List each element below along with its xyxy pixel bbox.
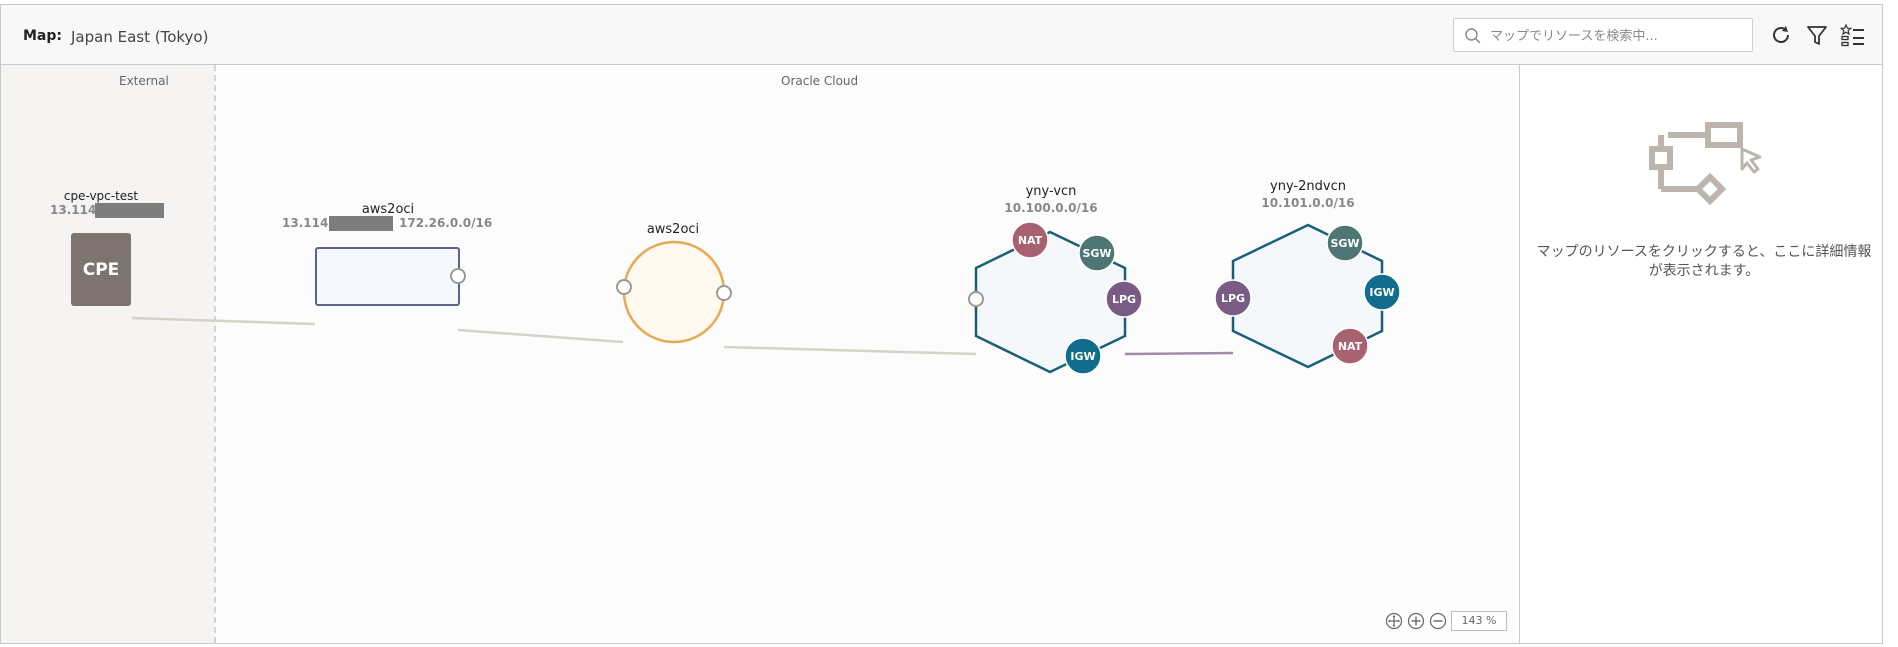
drg-name: aws2oci [647, 222, 699, 237]
redaction-box [95, 203, 164, 218]
zoom-controls: 143 % [1385, 611, 1515, 633]
detail-panel-message: マップのリソースをクリックすると、ここに詳細情報が表示されます。 [1536, 244, 1872, 279]
search-icon [1465, 28, 1481, 44]
zoom-in-icon[interactable] [1407, 612, 1425, 630]
cpe-ip: 13.114 [50, 203, 96, 217]
zoom-level-field[interactable]: 143 % [1451, 611, 1507, 631]
svg-text:LPG: LPG [1112, 293, 1136, 306]
connector-port [716, 285, 732, 301]
connector-port [968, 291, 984, 307]
lpg-peering-connection [1124, 351, 1234, 356]
connector-port [616, 279, 632, 295]
vcn2-igw-gateway[interactable]: IGW [1363, 273, 1401, 311]
external-zone [1, 65, 215, 643]
network-map-frame: Map: Japan East (Tokyo) Externa [0, 4, 1883, 644]
svg-text:NAT: NAT [1338, 340, 1363, 353]
ipsec-drg-connection [457, 328, 624, 344]
vcn2-sgw-gateway[interactable]: SGW [1326, 224, 1364, 262]
drg-vcn-connection [723, 345, 977, 356]
drg-node[interactable] [622, 240, 726, 344]
vcn1-sgw-gateway[interactable]: SGW [1078, 234, 1116, 272]
vcn2-name: yny-2ndvcn [1270, 179, 1346, 194]
svg-text:IGW: IGW [1070, 350, 1095, 363]
map-canvas[interactable]: External Oracle Cloud cpe-vpc-test 13.11… [1, 65, 1519, 643]
vcn1-igw-gateway[interactable]: IGW [1064, 337, 1102, 375]
ipsec-node[interactable] [315, 247, 460, 306]
ipsec-ip: 13.114 [282, 216, 328, 230]
svg-text:SGW: SGW [1082, 247, 1111, 260]
svg-text:SGW: SGW [1330, 237, 1359, 250]
vcn1-lpg-gateway[interactable]: LPG [1105, 280, 1143, 318]
ipsec-name: aws2oci [362, 202, 414, 217]
map-toolbar: Map: Japan East (Tokyo) [1, 5, 1882, 65]
redaction-box [329, 216, 393, 231]
vcn2-lpg-gateway[interactable]: LPG [1214, 279, 1252, 317]
cpe-ipsec-connection [131, 316, 316, 326]
region-name: Japan East (Tokyo) [71, 28, 209, 46]
external-zone-label: External [119, 74, 169, 88]
legend-list-icon[interactable] [1839, 21, 1867, 49]
svg-text:LPG: LPG [1221, 292, 1245, 305]
vcn2-cidr: 10.101.0.0/16 [1261, 196, 1354, 210]
connector-port [450, 268, 466, 284]
svg-text:IGW: IGW [1369, 286, 1394, 299]
zone-divider [214, 65, 216, 643]
vcn2-nat-gateway[interactable]: NAT [1331, 327, 1369, 365]
zoom-out-icon[interactable] [1429, 612, 1447, 630]
cpe-node[interactable]: CPE [71, 233, 131, 306]
cpe-label: CPE [83, 260, 120, 280]
detail-panel: マップのリソースをクリックすると、ここに詳細情報が表示されます。 [1519, 65, 1882, 643]
svg-text:NAT: NAT [1018, 234, 1043, 247]
oracle-cloud-zone-label: Oracle Cloud [781, 74, 859, 88]
ipsec-cidr: 172.26.0.0/16 [399, 216, 492, 230]
vcn1-cidr: 10.100.0.0/16 [1004, 201, 1097, 215]
topology-diagram: cpe-vpc-test 13.114 CPE aws2oci 13.114 1… [50, 179, 1401, 375]
refresh-icon[interactable] [1767, 21, 1795, 49]
map-select-illustration-icon [1649, 122, 1762, 206]
map-label: Map: [23, 28, 62, 44]
cpe-name: cpe-vpc-test [64, 189, 139, 203]
vcn1-name: yny-vcn [1026, 184, 1077, 199]
search-input[interactable] [1488, 25, 1748, 47]
fit-to-screen-icon[interactable] [1385, 612, 1403, 630]
filter-icon[interactable] [1803, 21, 1831, 49]
vcn1-nat-gateway[interactable]: NAT [1011, 221, 1049, 259]
search-box[interactable] [1453, 18, 1753, 52]
